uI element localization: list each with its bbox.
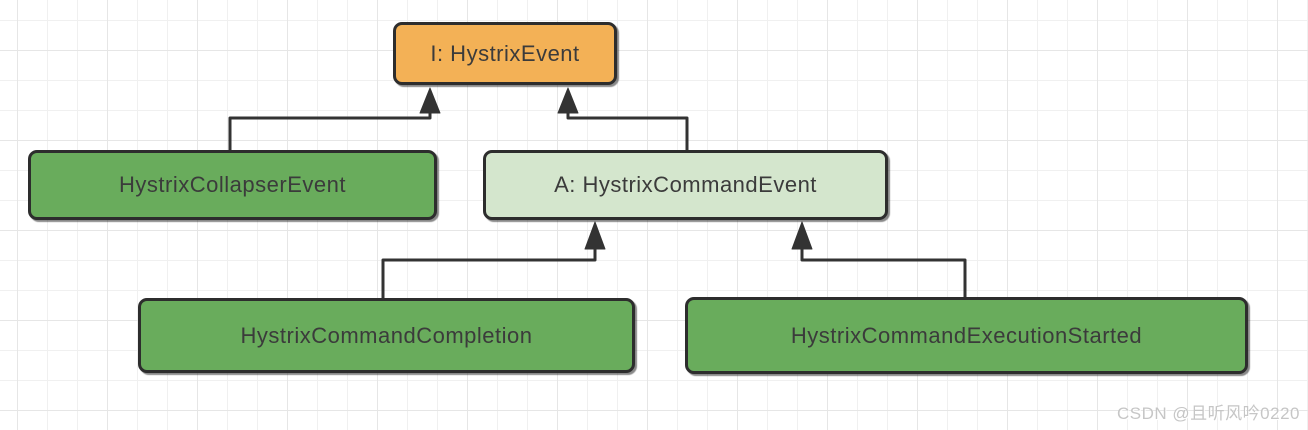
node-hystrix-event: I: HystrixEvent bbox=[393, 22, 617, 85]
edge-collapser-to-event bbox=[228, 87, 441, 152]
node-hystrix-command-execution-started: HystrixCommandExecutionStarted bbox=[685, 297, 1248, 374]
node-hystrix-command-event: A: HystrixCommandEvent bbox=[483, 150, 888, 220]
edge-completion-to-commandevent bbox=[381, 221, 606, 300]
node-label: A: HystrixCommandEvent bbox=[554, 172, 817, 197]
edge-executionstarted-to-commandevent bbox=[791, 221, 967, 299]
node-hystrix-command-completion: HystrixCommandCompletion bbox=[138, 298, 635, 373]
node-label: HystrixCommandCompletion bbox=[240, 322, 533, 348]
watermark: CSDN @且听风吟0220 bbox=[1117, 404, 1300, 423]
node-label: HystrixCommandExecutionStarted bbox=[790, 322, 1143, 348]
node-label: HystrixCollapserEvent bbox=[119, 172, 346, 197]
edge-commandevent-to-event bbox=[557, 87, 689, 152]
node-hystrix-collapser-event: HystrixCollapserEvent bbox=[28, 150, 437, 220]
node-label: I: HystrixEvent bbox=[430, 40, 580, 66]
